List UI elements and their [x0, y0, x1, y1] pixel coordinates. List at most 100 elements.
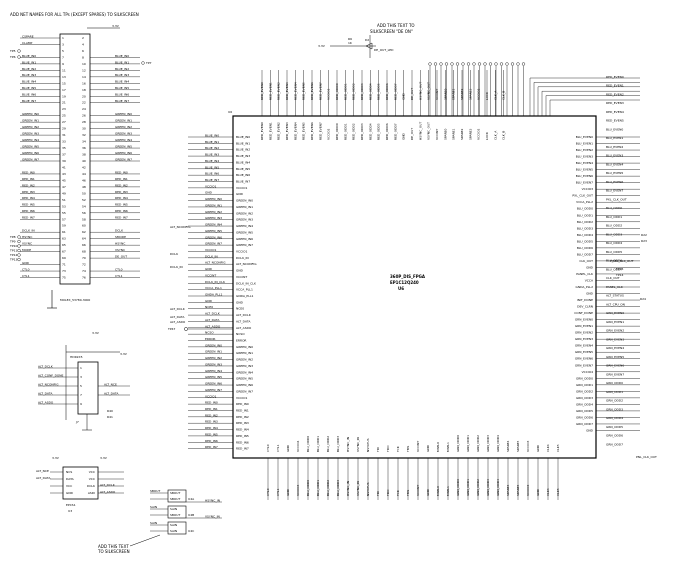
fpga-left-pin: GNDA_PLL1 [236, 294, 254, 298]
fpga-right-pin: BLU_EVEN7 [576, 181, 593, 185]
connector-right-net: GREEN_IN5 [115, 144, 132, 148]
fpga-bottom-pin: GRN_ODD0 [456, 435, 460, 452]
fpga-bottom-net: BLU_ODD1 [316, 480, 320, 496]
fpga-right-pin: PANEL_CLK [576, 272, 594, 276]
fpga-left-pin: VCCA_PLL1 [236, 288, 253, 292]
connector-right-net: BLUE_IN0 [115, 54, 129, 58]
fpga-right-net: BLU_EVEN3 [606, 154, 623, 158]
connector-pin-number: 7 [62, 55, 64, 59]
connector-right-net: BLUE_IN3 [115, 73, 129, 77]
connector-pin-number: 43 [62, 172, 66, 176]
connector-pin-number: 6 [82, 49, 84, 53]
fpga-right-net: PXL_CLK_OUT [606, 197, 627, 201]
fpga-right-net: GRN_ODD7 [606, 442, 623, 446]
fpga-bottom-pin: SPARE4 [506, 440, 510, 452]
eeprom-power-right: 3.3V [100, 456, 108, 460]
connector-pin-number: 72 [82, 263, 86, 267]
connector-pin-number: 18 [82, 88, 86, 92]
connector-left-net: BLUE_IN4 [22, 80, 36, 84]
fpga-left-pin: BLUE_IN3 [236, 154, 250, 158]
fpga-top-net: RED_ODD7 [393, 83, 397, 100]
connector-pin-number: 2 [82, 36, 84, 40]
connector-right-net: RED_IN1 [115, 177, 128, 181]
config-header-pin-number: 7 [80, 393, 82, 397]
buffer-output-net: VSYNC_IN [205, 514, 220, 518]
buffer-body [167, 505, 187, 519]
connector-left-net: RED_IN2 [22, 183, 35, 187]
fpga-bottom-net: GND [426, 488, 430, 496]
connector-pin-number: 37 [62, 153, 66, 157]
fpga-top-net: GND [402, 92, 406, 100]
fpga-top-pin: VCCIO2 [327, 129, 331, 140]
config-header-left-net: ALT_ASDO [38, 400, 54, 404]
fpga-bottom-net: MSEL1 [446, 486, 450, 496]
connector-right-net: GREEN_IN1 [115, 119, 132, 123]
led-icon [365, 42, 373, 50]
fpga-left-pin: ALT_NCONFIG [236, 262, 257, 266]
connector-right-net: VSYNC [115, 248, 125, 252]
connector-left-net: BLUE_IN2 [22, 67, 36, 71]
fpga-left-pin: RED_IN6 [236, 440, 249, 444]
fpga-left-pin: DCLK_IN_CLK [236, 281, 257, 285]
fpga-top-net: RED_EVEN1 [268, 82, 272, 100]
buffer-body [167, 489, 187, 503]
fpga-right-net: GRN_EVEN2 [606, 329, 624, 333]
fpga-bottom-pin: HSYNC_IN [346, 437, 350, 452]
fpga-right-net: GRN_EVEN1 [606, 320, 624, 324]
fpga-top-pin: RED_ODD3 [360, 123, 364, 140]
config-header-left-net: ALT_CONF_DONE [38, 373, 63, 377]
fpga-right-pin: BLU_ODD0 [577, 207, 593, 211]
fpga-left-pin: GREEN_IN4 [236, 224, 253, 228]
fpga-bottom-pin: BLU_ODD0 [306, 436, 310, 452]
connector-testpoint: TP5 [9, 49, 16, 53]
fpga-right-pin: GRN_EVEN2 [575, 331, 593, 335]
connector-pin-number: 70 [82, 256, 86, 260]
fpga-bottom-pin: NSTATUS [366, 438, 370, 452]
buffer-body [167, 521, 187, 535]
fpga-left-net: RED_IN6 [205, 439, 218, 443]
fpga-right-pin: BLU_ODD3 [577, 226, 593, 230]
fpga-left-pin: GND [236, 269, 244, 273]
fpga-top-net: VSYNC_OUT [427, 82, 431, 100]
fpga-left-net: ALT_DCLK [205, 312, 221, 316]
connector-right-net: GREEN_IN2 [115, 125, 132, 129]
fpga-left-pin: ERROR [236, 339, 247, 343]
fpga-bottom-pin: GND [536, 444, 540, 452]
connector-right-net: CTL0 [115, 267, 123, 271]
fpga-right-net: RED_EVEN1 [606, 84, 624, 88]
fpga-left-pin: BLUE_IN2 [236, 148, 250, 152]
testpoint-icon [17, 235, 21, 239]
fpga-right-pin: GRN_ODD1 [576, 383, 593, 387]
fpga-left-signal: DCLK_IN [170, 265, 183, 269]
fpga-left-net: BLUE_IN4 [205, 159, 219, 163]
fpga-left-net: GREEN_IN6 [205, 235, 222, 239]
eeprom-right-pin: VCC [89, 477, 95, 481]
config-header-right-net: ALT_DATA [104, 391, 119, 395]
connector-right-net: HSYNC [115, 242, 125, 246]
fpga-right-pin: BLU_EVEN4 [576, 161, 593, 165]
fpga-left-pin: BLUE_IN4 [236, 160, 250, 164]
testpoint-icon [505, 62, 509, 66]
fpga-right-pin: GRN_ODD7 [576, 422, 593, 426]
fpga-right-pin: BLU_ODD2 [577, 220, 593, 224]
fpga-bottom-net: BLU_ODD0 [306, 480, 310, 496]
fpga-left-net: BLUE_IN7 [205, 178, 219, 182]
connector-testpoint: TP6 [9, 55, 16, 59]
fpga-bottom-pin: CLK4 [546, 444, 550, 452]
fpga-top-pin: SPARE2 [460, 128, 464, 140]
connector-pin-number: 24 [82, 107, 86, 111]
testpoint-icon [450, 62, 454, 66]
fpga-top-net: RED_ODD4 [368, 83, 372, 100]
testpoint-icon [17, 239, 21, 244]
fpga-bottom-net: GND [286, 488, 290, 496]
connector-pin-number: 8 [82, 55, 84, 59]
connector-pin-number: 63 [62, 237, 66, 241]
buffer-pin: SBOUT [170, 497, 180, 501]
fpga-right-net: BLU_ODD3 [606, 232, 622, 236]
connector-left-net: RED_IN6 [22, 209, 35, 213]
fpga-bottom-net: VCCIO3 [526, 485, 530, 496]
fpga-top-net: RED_EVEN5 [302, 82, 306, 100]
connector-right-net: GREEN_IN0 [115, 112, 132, 116]
fpga-left-net: GREEN_IN5 [205, 375, 222, 379]
